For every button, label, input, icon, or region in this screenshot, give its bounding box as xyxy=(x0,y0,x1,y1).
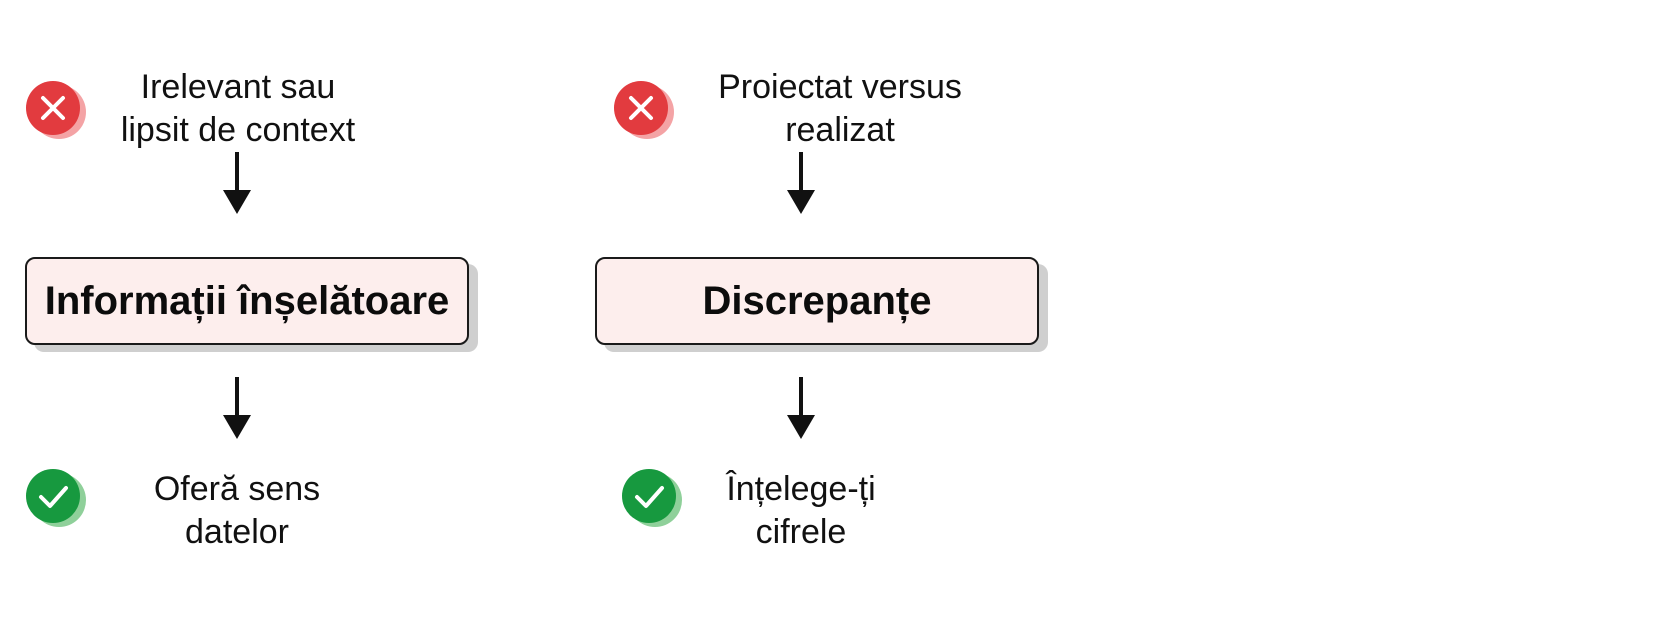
check-circle-icon xyxy=(621,468,682,527)
down-arrow-icon xyxy=(785,152,817,218)
flow-column-1: Irelevant sau lipsit de context Informaț… xyxy=(0,0,560,640)
problem-caption-line-2: realizat xyxy=(785,111,895,149)
problem-caption-line-2: lipsit de context xyxy=(120,111,356,149)
solution-caption: Oferă sens datelor xyxy=(77,468,397,554)
down-arrow-icon xyxy=(785,377,817,443)
solution-caption-line-1: Înțelege-ți xyxy=(726,470,876,508)
problem-caption-line-1: Proiectat versus xyxy=(718,68,962,106)
x-circle-icon xyxy=(613,80,674,139)
x-circle-icon xyxy=(25,80,86,139)
down-arrow-icon xyxy=(221,377,253,443)
issue-box: Discrepanțe xyxy=(595,257,1039,345)
flow-column-2: Proiectat versus realizat Discrepanțe În… xyxy=(595,0,1156,640)
solution-caption: Înțelege-ți cifrele xyxy=(641,468,961,554)
issue-box: Informații înșelătoare xyxy=(25,257,469,345)
problem-caption: Proiectat versus realizat xyxy=(680,66,1000,152)
solution-caption-line-2: datelor xyxy=(185,513,289,551)
solution-caption-line-1: Oferă sens xyxy=(153,470,321,508)
solution-caption-line-2: cifrele xyxy=(755,513,847,551)
check-circle-icon xyxy=(25,468,86,527)
down-arrow-icon xyxy=(221,152,253,218)
problem-caption: Irelevant sau lipsit de context xyxy=(78,66,398,152)
problem-caption-line-1: Irelevant sau xyxy=(140,68,336,106)
